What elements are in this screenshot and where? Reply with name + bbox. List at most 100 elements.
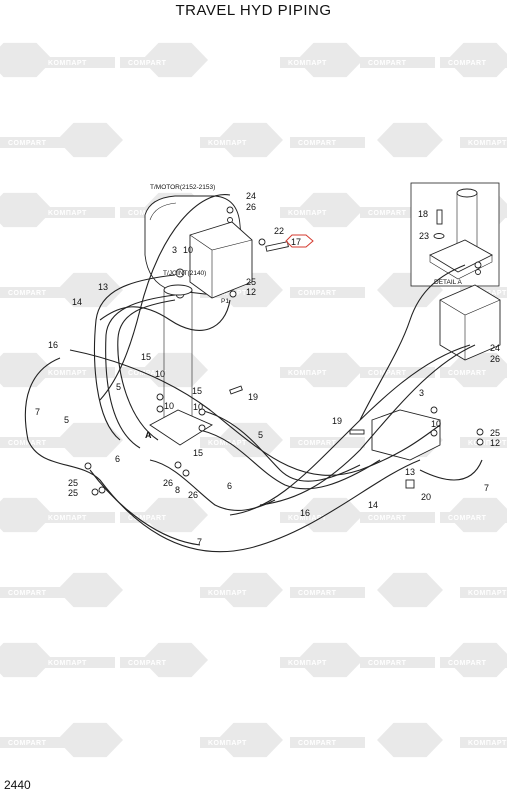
watermark-band xyxy=(290,437,365,448)
part-label: 25 xyxy=(490,428,500,438)
p1-callout: P1 xyxy=(221,298,229,305)
watermark-text: KOMПАРТ xyxy=(208,290,247,297)
watermark-band xyxy=(0,737,75,748)
tmotor-callout: T/MOTOR(2152-2153) xyxy=(150,184,215,191)
watermark-hexagon xyxy=(0,642,53,678)
watermark-band xyxy=(440,657,507,668)
watermark-hexagon xyxy=(0,42,53,78)
watermark-band xyxy=(120,657,195,668)
watermark-text: COMPART xyxy=(448,60,487,67)
watermark-band xyxy=(120,512,195,523)
watermark-band xyxy=(440,512,507,523)
watermark-band xyxy=(40,57,115,68)
watermark-band xyxy=(360,657,435,668)
watermark-band xyxy=(290,587,365,598)
watermark-band xyxy=(40,512,115,523)
part-label: 25 xyxy=(246,277,256,287)
watermark-hexagon xyxy=(57,422,123,458)
watermark-band xyxy=(0,287,75,298)
watermark-band xyxy=(440,57,507,68)
watermark-text: KOMПАРТ xyxy=(48,210,87,217)
watermark-text: COMPART xyxy=(8,740,47,747)
part-label: 10 xyxy=(155,369,165,379)
watermark-text: COMPART xyxy=(368,210,407,217)
watermark-text: KOMПАРТ xyxy=(288,210,327,217)
watermark-band xyxy=(280,207,355,218)
part-label: 10 xyxy=(164,401,174,411)
part-label: 24 xyxy=(490,343,500,353)
hose-lines xyxy=(24,194,483,553)
watermark-text: KOMПАРТ xyxy=(288,60,327,67)
part-label: 18 xyxy=(418,209,428,219)
watermark-layer: KOMПАРТ COMPART KOMПАРТ COMPART COMPART COMPA… xyxy=(0,42,507,758)
watermark-text: COMPART xyxy=(8,590,47,597)
part-label: 16 xyxy=(48,340,58,350)
watermark-band xyxy=(200,437,275,448)
watermark-band xyxy=(360,207,435,218)
part-label: 5 xyxy=(64,415,69,425)
watermark-band xyxy=(280,512,355,523)
travel-motor: T/MOTOR(2152-2153) P1 xyxy=(144,184,253,305)
part-label: 10 xyxy=(193,402,203,412)
watermark-text: COMPART xyxy=(128,60,167,67)
right-travel-motor xyxy=(371,284,501,461)
watermark-text: KOMПАРТ xyxy=(208,440,247,447)
watermark-text: COMPART xyxy=(448,660,487,667)
part-label: A xyxy=(145,430,152,440)
part-label: 8 xyxy=(175,485,180,495)
part-label: 15 xyxy=(192,386,202,396)
part-label: 12 xyxy=(246,287,256,297)
highlight-17 xyxy=(285,234,314,248)
watermark-band xyxy=(200,287,275,298)
part-label: 26 xyxy=(490,354,500,364)
watermark-band xyxy=(200,587,275,598)
part-label: 3 xyxy=(172,245,177,255)
watermark-text: KOMПАРТ xyxy=(468,590,507,597)
watermark-band xyxy=(440,367,507,378)
watermark-text: KOMПАРТ xyxy=(468,140,507,147)
part-label: 22 xyxy=(274,226,284,236)
part-label: 7 xyxy=(484,483,489,493)
watermark-band xyxy=(280,57,355,68)
watermark-hexagon xyxy=(57,722,123,758)
part-label: 7 xyxy=(35,407,40,417)
part-label: 13 xyxy=(98,282,108,292)
watermark-hexagon xyxy=(57,572,123,608)
part-label: 5 xyxy=(116,382,121,392)
watermark-band xyxy=(290,737,365,748)
part-label: 24 xyxy=(246,191,256,201)
part-label: 16 xyxy=(300,508,310,518)
part-label: 5 xyxy=(258,430,263,440)
watermark-text: KOMПАРТ xyxy=(208,590,247,597)
watermark-text: KOMПАРТ xyxy=(288,515,327,522)
watermark-hexagon xyxy=(377,572,443,608)
watermark-text: COMPART xyxy=(298,440,337,447)
watermark-text: KOMПАРТ xyxy=(288,660,327,667)
watermark-text: COMPART xyxy=(8,440,47,447)
watermark-hexagon xyxy=(0,352,53,388)
watermark-band xyxy=(460,437,507,448)
part-label: 25 xyxy=(68,478,78,488)
page-number: 2440 xyxy=(4,778,31,792)
watermark-band xyxy=(40,207,115,218)
watermark-text: COMPART xyxy=(368,60,407,67)
watermark-band xyxy=(460,737,507,748)
watermark-text: COMPART xyxy=(298,290,337,297)
page-title: TRAVEL HYD PIPING xyxy=(175,2,332,19)
part-label: 25 xyxy=(68,488,78,498)
part-label: 15 xyxy=(141,352,151,362)
part-label: 10 xyxy=(431,419,441,429)
watermark-text: KOMПАРТ xyxy=(48,515,87,522)
watermark-band xyxy=(460,587,507,598)
part-label: 19 xyxy=(332,416,342,426)
watermark-text: KOMПАРТ xyxy=(48,60,87,67)
part-label: 6 xyxy=(115,454,120,464)
watermark-hexagon xyxy=(377,122,443,158)
turning-joint: T/JOINT(2140) xyxy=(149,270,213,446)
watermark-band xyxy=(360,367,435,378)
watermark-text: KOMПАРТ xyxy=(208,140,247,147)
watermark-band xyxy=(40,657,115,668)
watermark-text: KOMПАРТ xyxy=(468,440,507,447)
watermark-band xyxy=(290,137,365,148)
